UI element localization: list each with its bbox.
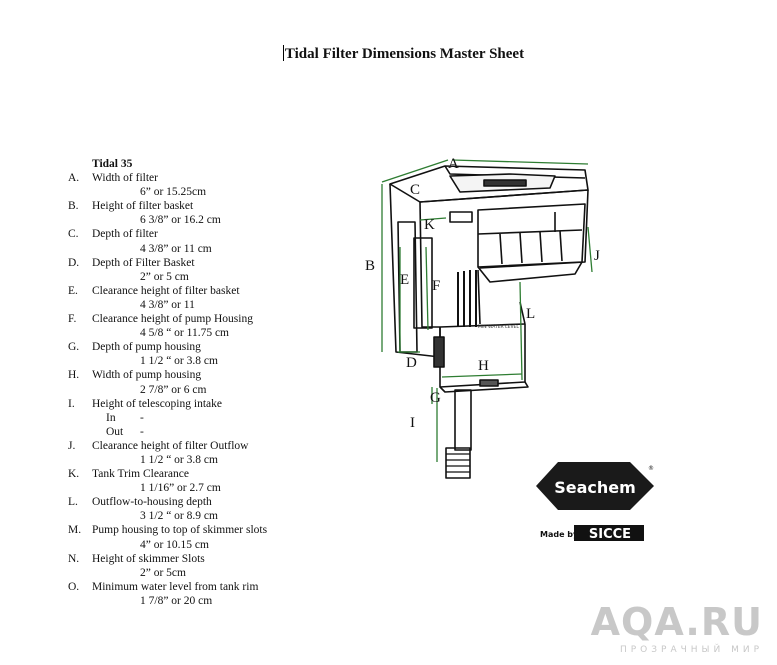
dimension-label: Clearance height of filter basket	[92, 284, 240, 297]
dimension-letter: F.	[68, 313, 77, 326]
dimension-letter: L.	[68, 496, 78, 509]
dimension-letter: B.	[68, 200, 79, 213]
dimension-value: 1 7/8” or 20 cm	[140, 594, 213, 607]
label-k: K	[424, 217, 435, 233]
dimension-value: 4 3/8” or 11	[140, 298, 195, 311]
dimension-label: Clearance height of pump Housing	[92, 313, 253, 326]
dimension-letter: A.	[68, 172, 80, 185]
intake-in-value: -	[140, 411, 144, 424]
filter-diagram: MIN WATER LEVEL A B C D E F G H I J K L	[365, 156, 600, 479]
dimension-value: 6” or 15.25cm	[140, 186, 207, 199]
dimension-item: G. Depth of pump housing	[68, 340, 298, 354]
dimension-item: J. Clearance height of filter Outflow	[68, 439, 298, 453]
dimension-label: Outflow-to-housing depth	[92, 496, 212, 509]
site-watermark: AQA.RU ПРОЗРАЧНЫЙ МИР	[591, 603, 763, 655]
dimension-item: I. Height of telescoping intake	[68, 397, 298, 411]
dimensions-list: Tidal 35 A. Width of filter 6” or 15.25cm…	[68, 157, 298, 608]
dimension-item: O. Minimum water level from tank rim	[68, 580, 298, 594]
dimension-value: 2” or 5cm	[140, 566, 186, 579]
intake-in-row: In -	[68, 411, 298, 425]
intake-out-value: -	[140, 425, 144, 438]
dimension-item: C. Depth of filter	[68, 227, 298, 241]
text-cursor	[282, 45, 284, 61]
label-c: C	[410, 182, 420, 198]
intake-out-row: Out -	[68, 425, 298, 439]
label-l: L	[526, 306, 535, 322]
label-g: G	[430, 390, 441, 406]
dimension-item: L. Outflow-to-housing depth	[68, 495, 298, 509]
dimension-value: 1 1/16” or 2.7 cm	[140, 482, 221, 495]
dimension-letter: K.	[68, 468, 80, 481]
dimension-item: M. Pump housing to top of skimmer slots	[68, 523, 298, 537]
dimension-item: N. Height of skimmer Slots	[68, 552, 298, 566]
dimension-letter: M.	[68, 524, 82, 537]
dimension-label: Tank Trim Clearance	[92, 468, 189, 481]
dimension-label: Pump housing to top of skimmer slots	[92, 524, 268, 537]
made-by-text: Made by	[540, 530, 579, 539]
dimension-letter: E.	[68, 284, 78, 297]
dimension-label: Width of filter	[92, 172, 158, 185]
dimension-item: D. Depth of Filter Basket	[68, 256, 298, 270]
dimension-label: Minimum water level from tank rim	[92, 580, 259, 593]
dimension-value: 1 1/2 “ or 3.8 cm	[140, 453, 218, 466]
intake-out-label: Out	[106, 425, 124, 438]
dimension-label: Width of pump housing	[92, 369, 202, 382]
dimension-letter: O.	[68, 580, 80, 593]
dimension-value: 1 1/2 “ or 3.8 cm	[140, 355, 218, 368]
dimension-item: K. Tank Trim Clearance	[68, 467, 298, 481]
dimension-label: Depth of filter	[92, 228, 158, 241]
dimension-item: H. Width of pump housing	[68, 368, 298, 382]
dimension-value: 2 7/8” or 6 cm	[140, 383, 207, 396]
dimension-value: 4 3/8” or 11 cm	[140, 242, 212, 255]
label-j: J	[594, 248, 600, 264]
dimension-item: B. Height of filter basket	[68, 199, 298, 213]
page-title: Tidal Filter Dimensions Master Sheet	[0, 45, 777, 63]
dimension-item: E. Clearance height of filter basket	[68, 284, 298, 298]
label-a: A	[448, 156, 459, 172]
intake-in-label: In	[106, 411, 116, 424]
dimension-label: Height of filter basket	[92, 200, 194, 213]
label-h: H	[478, 358, 489, 374]
dimension-item: A. Width of filter	[68, 171, 298, 185]
dimension-letter: J.	[68, 439, 76, 452]
watermark-tagline: ПРОЗРАЧНЫЙ МИР	[619, 645, 763, 655]
title-text: Tidal Filter Dimensions Master Sheet	[284, 46, 525, 62]
label-d: D	[406, 355, 417, 371]
dimension-label: Height of telescoping intake	[92, 397, 222, 410]
dimension-value: 2” or 5 cm	[140, 270, 189, 283]
seachem-logo: Seachem ® Made by SICCE	[536, 462, 654, 542]
dimension-value: 4” or 10.15 cm	[140, 538, 209, 551]
water-level-caption: MIN WATER LEVEL	[478, 324, 519, 330]
dimension-value: 6 3/8” or 16.2 cm	[140, 214, 221, 227]
label-f: F	[432, 278, 440, 294]
maker-text: SICCE	[589, 527, 631, 542]
label-b: B	[365, 258, 375, 274]
dimension-letter: C.	[68, 228, 79, 241]
dimension-label: Height of skimmer Slots	[92, 552, 205, 565]
dimension-value: 3 1/2 “ or 8.9 cm	[140, 510, 218, 523]
dimension-value: 4 5/8 “ or 11.75 cm	[140, 327, 230, 340]
label-e: E	[400, 272, 409, 288]
brand-text: Seachem	[554, 478, 636, 497]
label-i: I	[410, 415, 415, 431]
model-name: Tidal 35	[92, 158, 133, 170]
dimension-letter: D.	[68, 256, 80, 269]
dimension-letter: I.	[68, 397, 75, 410]
dimension-label: Depth of Filter Basket	[92, 256, 195, 269]
dimension-label: Clearance height of filter Outflow	[92, 439, 249, 452]
dimension-letter: N.	[68, 552, 80, 565]
registered-mark: ®	[648, 465, 654, 472]
dimension-letter: H.	[68, 369, 80, 382]
dimension-item: F. Clearance height of pump Housing	[68, 312, 298, 326]
dimension-letter: G.	[68, 341, 80, 354]
dimension-label: Depth of pump housing	[92, 341, 201, 354]
watermark-site: AQA.RU	[590, 600, 763, 644]
